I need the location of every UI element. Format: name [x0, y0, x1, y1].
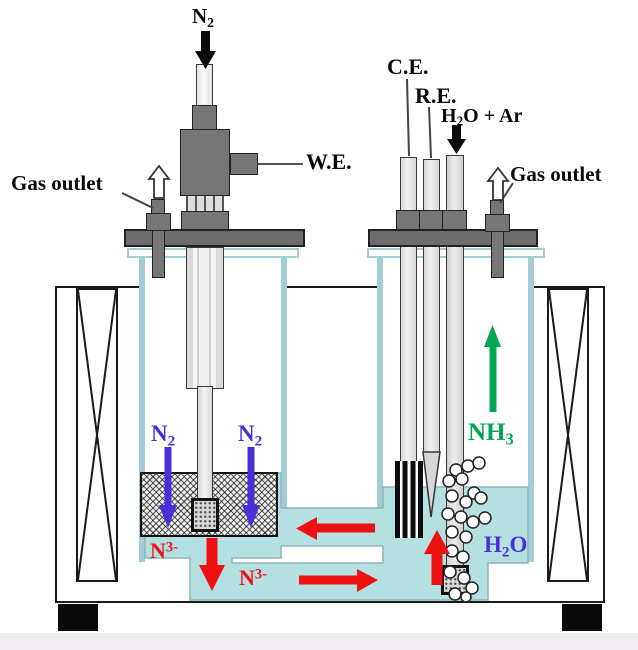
we-ferrule [181, 211, 229, 230]
gas-outlet-left-up-arrow-icon [147, 164, 171, 199]
nh3-product-label: NH3 [468, 419, 514, 449]
re-electrode-tip [422, 451, 441, 518]
h2o-bubbles-label: H2O [484, 532, 528, 561]
we-mini-tubes [186, 196, 224, 212]
nitride-bottom-label: N3- [239, 565, 267, 590]
h2o-ar-inlet-label: H2O + Ar [441, 105, 523, 129]
h2o-ar-inlet-arrow-icon [447, 125, 466, 154]
we-outer-sheath [186, 247, 224, 389]
right-chamber-wall-right [528, 252, 534, 562]
re-leader-line [428, 106, 432, 159]
n2-inlet-arrow-icon [195, 31, 216, 69]
we-label: W.E. [306, 149, 352, 174]
we-head-body [180, 129, 230, 196]
ce-label: C.E. [387, 54, 429, 79]
ce-leader-line [406, 78, 410, 157]
electrolyte-flow-left-arrow-icon [296, 517, 375, 540]
left-lid [124, 229, 305, 247]
ce-electrode-plates [395, 461, 423, 538]
nitride-left-label: N3- [150, 538, 178, 563]
furnace-foot-left [58, 604, 98, 631]
gas-outlet-left-label: Gas outlet [11, 171, 103, 195]
heater-x-icon [549, 290, 587, 580]
left-chamber-wall-left [139, 252, 145, 562]
heater-coil-right [547, 288, 589, 582]
we-side-port [230, 153, 258, 175]
channel-baffle [231, 545, 384, 564]
n2-flow-arrow-left-icon [159, 447, 177, 528]
n2-inlet-label: N2 [192, 4, 215, 30]
gas-outlet-right-up-arrow-icon [486, 166, 510, 201]
re-label: R.E. [415, 83, 457, 108]
n2-dissolved-right-label: N2 [238, 421, 263, 450]
bubbler-ferrule [442, 210, 467, 230]
n2-flow-arrow-right-icon [242, 447, 260, 528]
furnace-foot-right [562, 604, 602, 631]
heater-x-icon [78, 290, 116, 580]
nh3-flow-arrow-icon [484, 325, 501, 412]
gas-outlet-left-leader-line [121, 192, 154, 209]
left-chamber-wall-right [281, 252, 287, 562]
gas-bubbles [441, 456, 492, 603]
floor-strip [0, 633, 638, 650]
right-chamber-wall-left [377, 252, 383, 562]
we-sample-cube [191, 498, 219, 532]
electrolyte-flow-up-arrow-icon [424, 530, 450, 585]
nitride-right-arrow-icon [299, 569, 378, 592]
gas-outlet-right-label: Gas outlet [510, 162, 602, 186]
n2-dissolved-left-label: N2 [151, 421, 176, 450]
nitride-down-arrow-icon [199, 538, 225, 591]
heater-coil-left [76, 288, 118, 582]
